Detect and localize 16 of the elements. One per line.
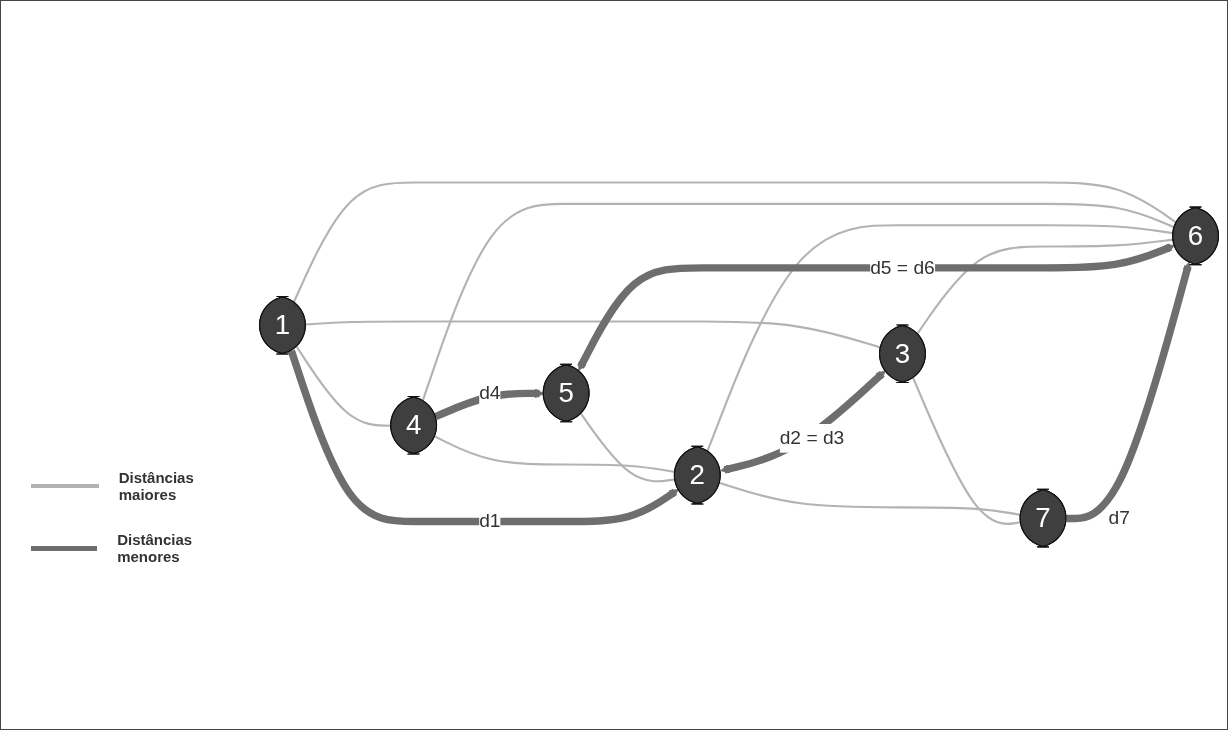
connector — [916, 238, 1174, 335]
connector — [292, 181, 1178, 303]
arrow — [287, 349, 679, 526]
edge-label: d5 = d6 — [870, 256, 935, 279]
connector — [421, 203, 1176, 402]
edge-label: d7 — [1108, 507, 1130, 529]
arrow — [720, 370, 886, 474]
connector — [706, 224, 1174, 452]
arrow — [577, 243, 1176, 372]
connector — [305, 320, 882, 349]
legend-text: Distâncias menores — [117, 531, 194, 565]
edge-label: d4 — [479, 382, 501, 404]
arrow — [1066, 262, 1192, 523]
edge-label: d2 = d3 — [779, 427, 845, 449]
edge-label: d1 — [479, 510, 501, 532]
legend-text: Distâncias maiores — [118, 469, 195, 503]
